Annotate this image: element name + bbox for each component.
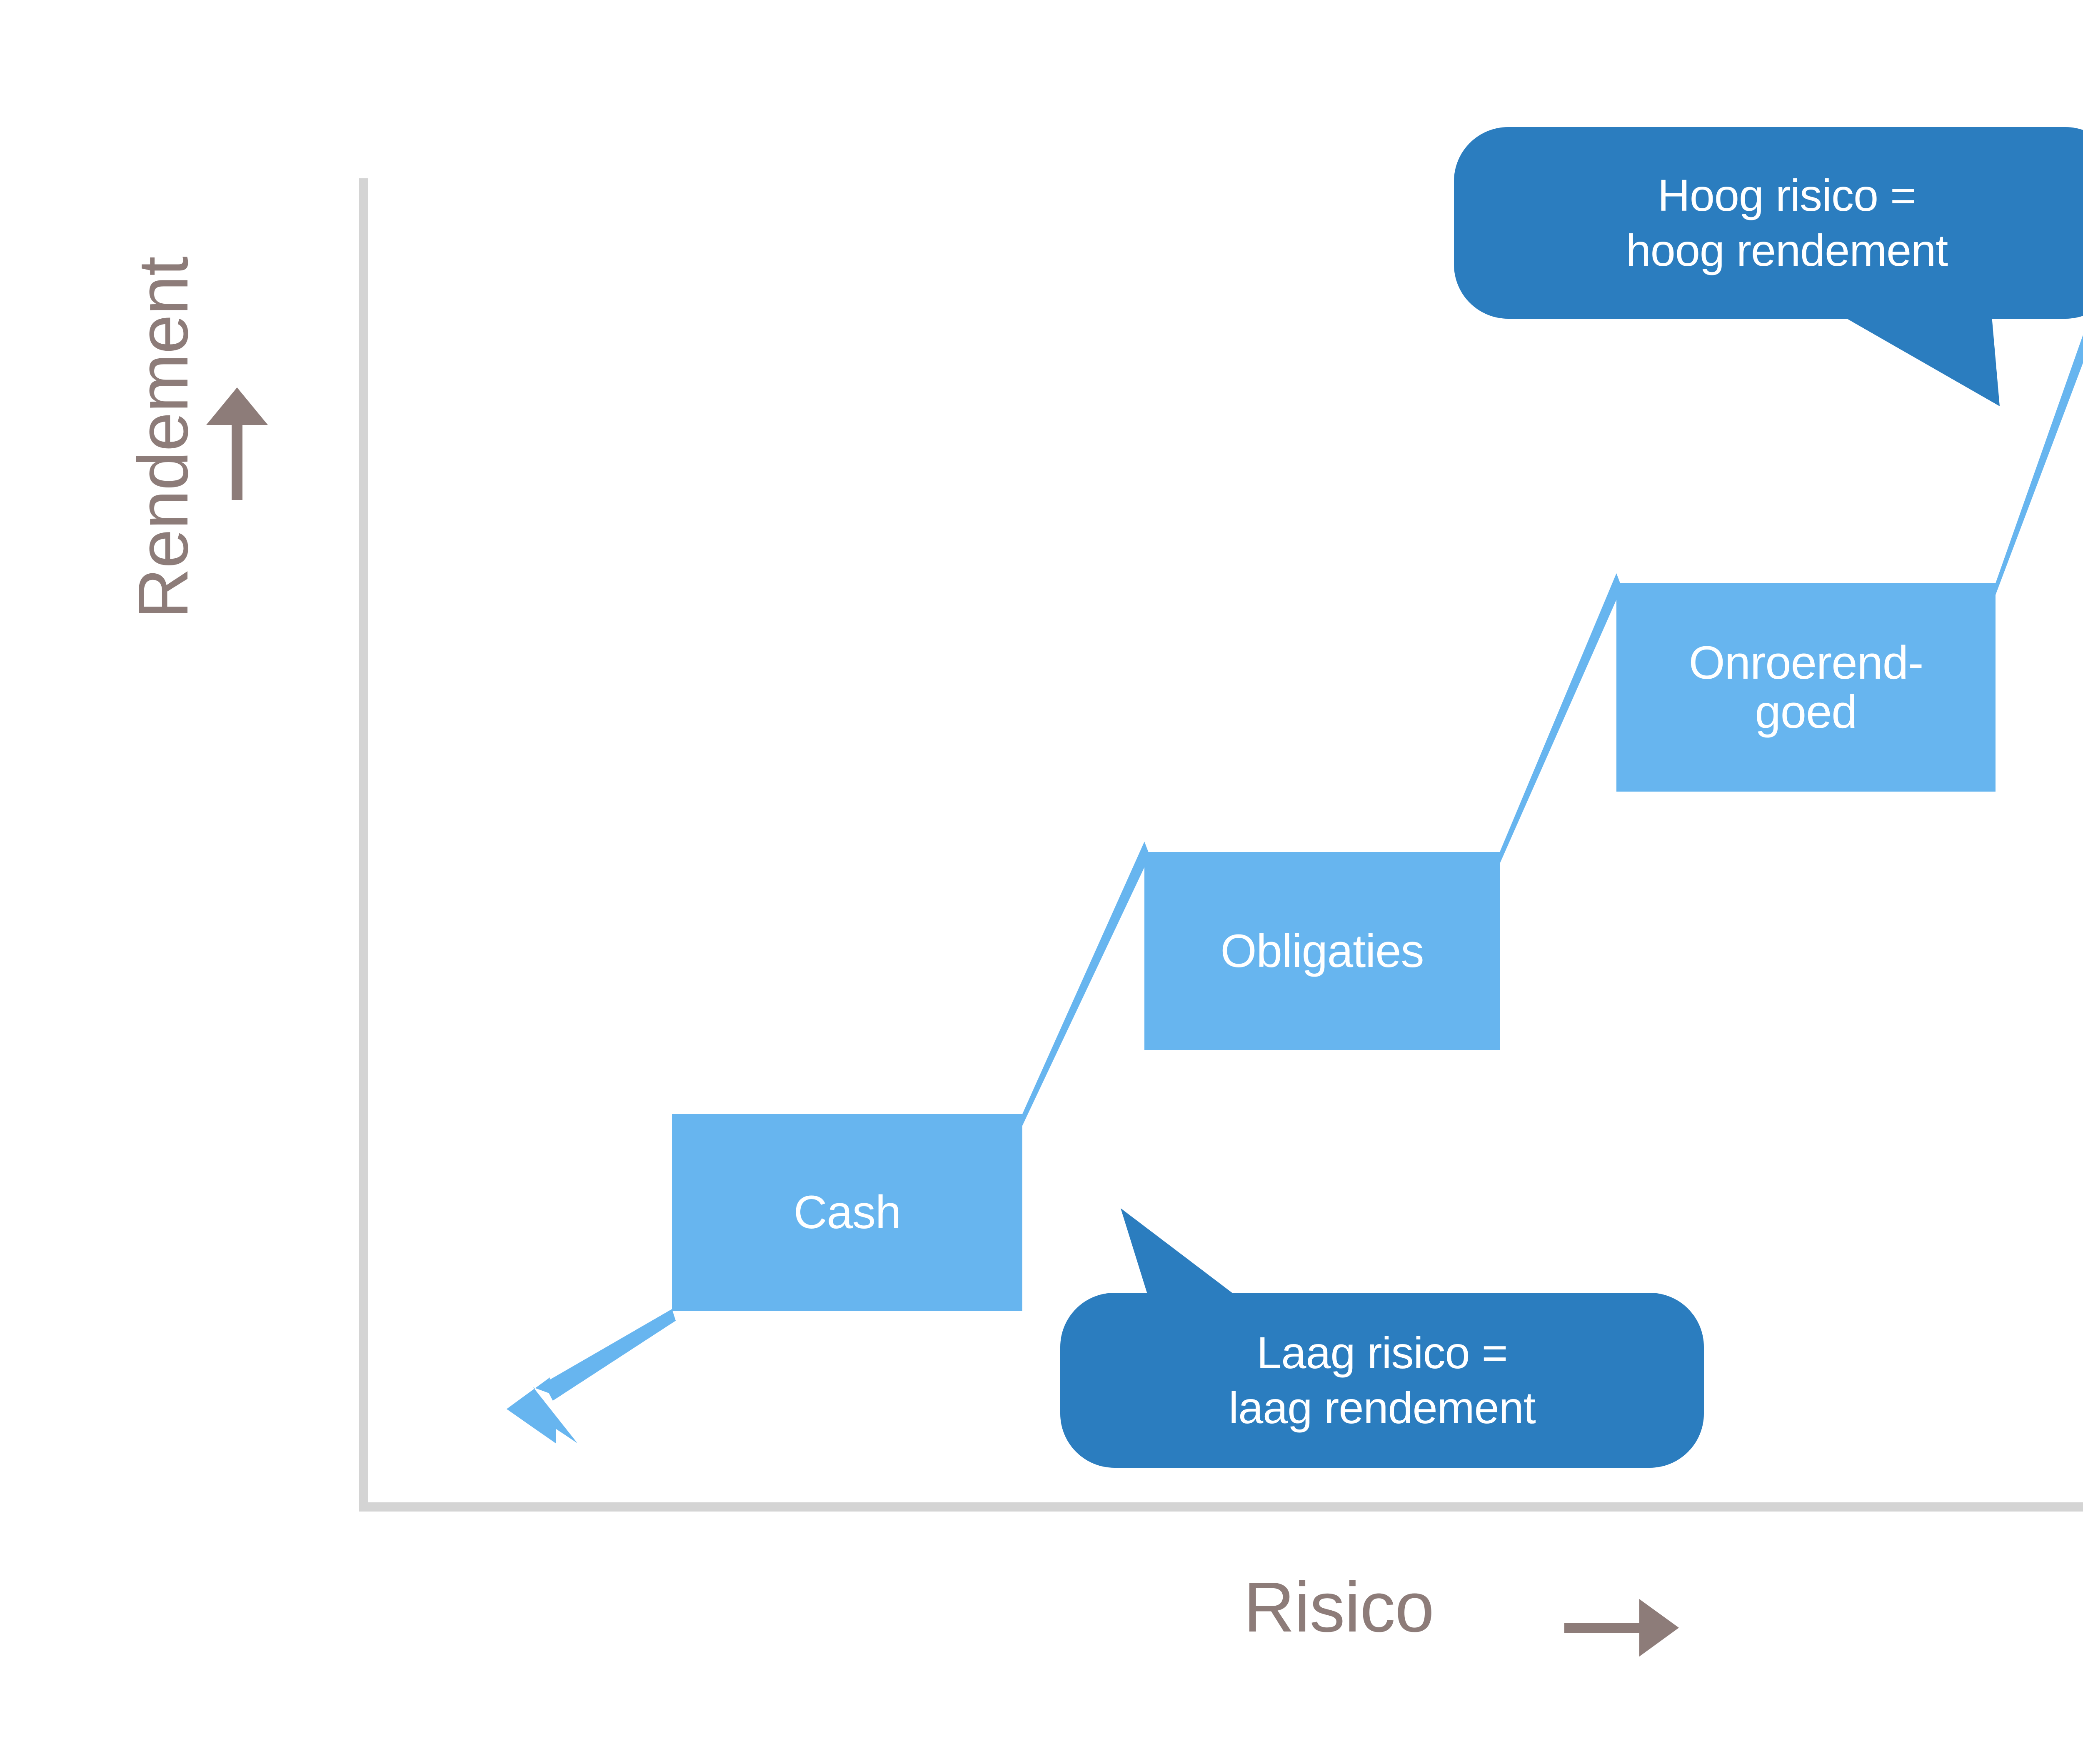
callout-bubble-low-risk[interactable] — [1060, 1208, 1704, 1468]
x-axis-title: Risico — [1244, 1568, 1434, 1647]
callout-tail-low-risk-icon — [1121, 1208, 1241, 1302]
step-box-cash[interactable] — [672, 1114, 1022, 1311]
callout-body-high-risk — [1454, 127, 2083, 319]
connector-obligaties-onroerendgoed — [1500, 573, 1622, 864]
connector-onroerendgoed-aandelen — [1996, 335, 2083, 595]
step-box-onroerendgoed[interactable] — [1616, 583, 1996, 792]
y-axis-title: Rendement — [124, 257, 203, 619]
x-axis-arrow-icon — [1564, 1599, 1679, 1657]
risk-return-trend-line — [507, 335, 2083, 1444]
axis-frame — [359, 178, 2083, 1512]
callout-body-low-risk — [1060, 1293, 1704, 1468]
step-box-obligaties[interactable] — [1144, 852, 1500, 1050]
x-axis-line — [359, 1502, 2083, 1512]
y-axis-arrow-icon — [206, 387, 268, 500]
connector-cash-obligaties — [1022, 842, 1150, 1126]
down-left-arrowhead-icon — [507, 1377, 577, 1444]
trend-arrow-down-left-icon — [544, 1309, 676, 1401]
callout-bubble-high-risk[interactable] — [1454, 127, 2083, 406]
step-boxes — [672, 583, 1996, 1311]
y-axis-line — [359, 178, 368, 1512]
